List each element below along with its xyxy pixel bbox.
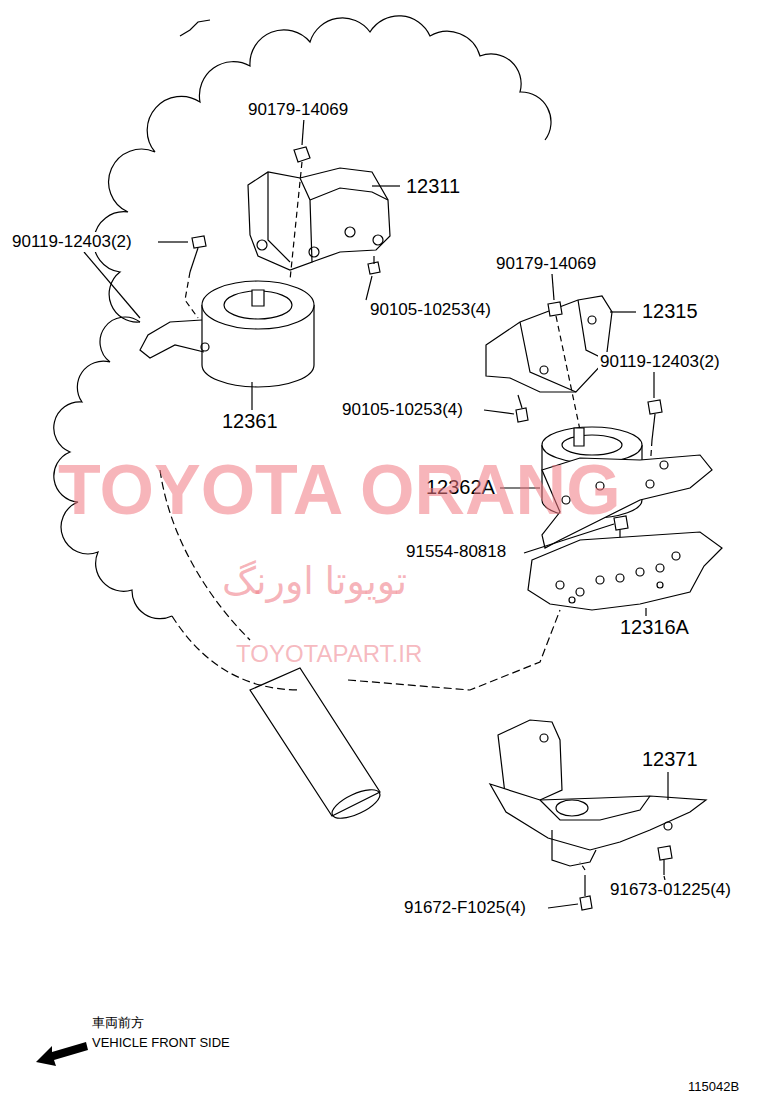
callout-number: 12311 [404, 175, 462, 198]
part-number: 90119-12403(2) [10, 232, 134, 252]
callout-number: 12361 [220, 410, 280, 433]
part-number: 90105-10253(4) [368, 300, 493, 320]
part-number: 91672-F1025(4) [402, 898, 528, 918]
note-text: VEHICLE FRONT SIDE [92, 1036, 230, 1051]
part-number: 90105-10253(4) [340, 400, 465, 420]
callout-number: 12316A [618, 616, 691, 639]
figure-number: 115042B [688, 1080, 739, 1095]
part-number: 90119-12403(2) [598, 352, 722, 372]
callout-number: 12315 [640, 300, 700, 323]
note-text: 車両前方 [92, 1016, 144, 1031]
callout-number: 12371 [640, 748, 700, 771]
part-number: 90179-14069 [494, 254, 598, 274]
part-number: 90179-14069 [246, 100, 350, 120]
part-number: 91554-80818 [404, 542, 508, 562]
watermark: TOYOTAPART.IR [236, 640, 422, 668]
front-arrow [36, 1042, 88, 1066]
part-number: 91673-01225(4) [608, 880, 733, 900]
watermark: TOYOTA ORANG [58, 450, 621, 531]
watermark: تویوتا اورنگ [222, 560, 407, 604]
